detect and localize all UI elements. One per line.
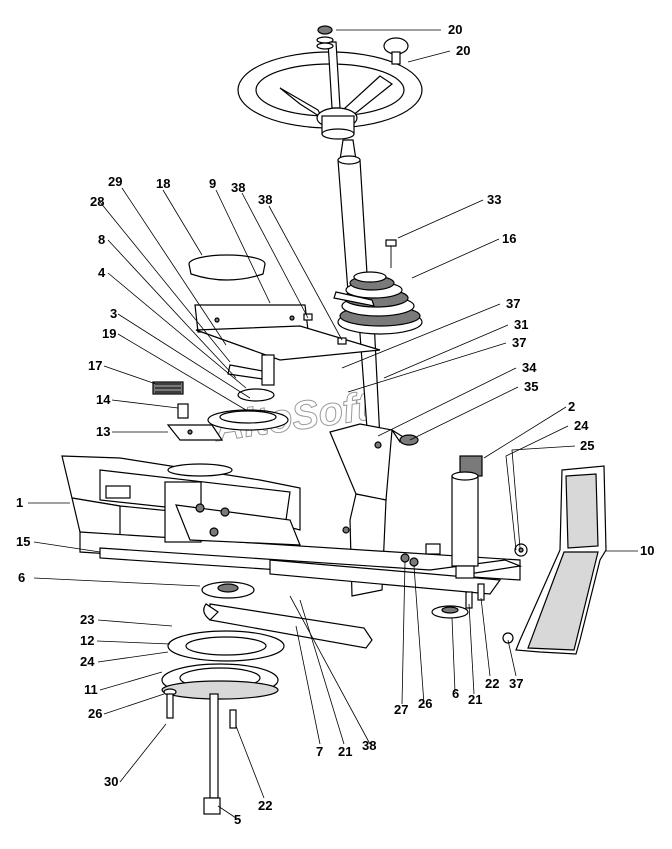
bolt-33	[385, 239, 397, 268]
mounting-bracket-9	[194, 304, 381, 361]
callout-29: 29	[108, 174, 122, 189]
callout-18: 18	[156, 176, 170, 191]
cap-18	[188, 254, 266, 281]
callout-21-center: 21	[338, 744, 352, 759]
callout-21-right: 21	[468, 692, 482, 707]
callout-23: 23	[80, 612, 94, 627]
callout-15: 15	[16, 534, 30, 549]
plate-11	[161, 663, 279, 700]
callout-37-b: 37	[512, 335, 526, 350]
callout-6-left: 6	[18, 570, 25, 585]
column-boot	[333, 271, 423, 335]
spindle-left	[201, 581, 255, 599]
callout-13: 13	[96, 424, 110, 439]
wheel-nut	[316, 25, 334, 50]
callouts: 20 20 33 16 29 18 9 38 38 28 8 4 3 19 37…	[16, 22, 654, 827]
wheel-knob	[383, 37, 409, 65]
steering-wheel	[237, 41, 423, 140]
bracket-13	[166, 424, 224, 441]
tie-rod	[203, 603, 373, 649]
callout-26-right: 26	[418, 696, 432, 711]
callout-16: 16	[502, 231, 516, 246]
spindle-right	[431, 605, 469, 619]
callout-38-a: 38	[231, 180, 245, 195]
callout-4: 4	[98, 265, 106, 280]
callout-33: 33	[487, 192, 501, 207]
callout-20-knob: 20	[456, 43, 470, 58]
callout-14: 14	[96, 392, 111, 407]
callout-28: 28	[90, 194, 104, 209]
frame-rail-lower	[99, 543, 523, 595]
callout-20-nut: 20	[448, 22, 462, 37]
callout-38-c: 38	[362, 738, 376, 753]
pin-5	[203, 693, 221, 815]
callout-3: 3	[110, 306, 117, 321]
callout-12: 12	[80, 633, 94, 648]
callout-19: 19	[102, 326, 116, 341]
callout-22-lower: 22	[258, 798, 272, 813]
callout-11: 11	[84, 682, 98, 697]
callout-7: 7	[316, 744, 323, 759]
callout-37-c: 37	[509, 676, 523, 691]
callout-24-lower: 24	[80, 654, 95, 669]
callout-24-upper: 24	[574, 418, 589, 433]
callout-17: 17	[88, 358, 102, 373]
bushing-14	[177, 403, 189, 419]
callout-26-left: 26	[88, 706, 102, 721]
callout-9: 9	[209, 176, 216, 191]
plate-12	[167, 630, 285, 662]
steering-arm	[207, 354, 289, 431]
callout-25: 25	[580, 438, 594, 453]
fender-10	[502, 465, 607, 655]
callout-35: 35	[524, 379, 538, 394]
callout-38-b: 38	[258, 192, 272, 207]
spring-17	[152, 381, 184, 395]
shaft-2	[451, 455, 483, 579]
callout-10: 10	[640, 543, 654, 558]
callout-31: 31	[514, 317, 528, 332]
callout-2: 2	[568, 399, 575, 414]
callout-27: 27	[394, 702, 408, 717]
callout-30: 30	[104, 774, 118, 789]
callout-22-right: 22	[485, 676, 499, 691]
bolt-26-left	[163, 688, 177, 719]
callout-8: 8	[98, 232, 105, 247]
callout-1: 1	[16, 495, 23, 510]
bolt-22-lower	[229, 709, 237, 729]
callout-6-right: 6	[452, 686, 459, 701]
callout-34: 34	[522, 360, 537, 375]
callout-37-a: 37	[506, 296, 520, 311]
leader-lines	[28, 29, 638, 819]
main-frame	[61, 455, 521, 581]
callout-5: 5	[234, 812, 241, 827]
